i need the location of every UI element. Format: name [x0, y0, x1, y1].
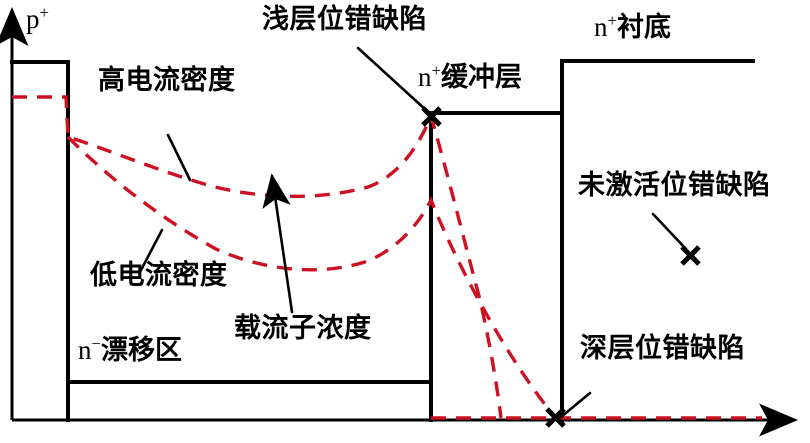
- leader-low-current-density: [138, 228, 164, 274]
- leader-high-current-density: [166, 133, 192, 182]
- shallow-dislocation-defect-marker: [421, 106, 442, 127]
- p-plus-superscript: +: [39, 3, 49, 22]
- n-plus-buffer-suffix: 缓冲层: [440, 62, 522, 93]
- annotation-leader-lines: [138, 46, 688, 419]
- low-current-density-curve: [66, 135, 558, 420]
- p-plus-symbol: p: [26, 4, 40, 34]
- label-n-plus-buffer-layer: n+缓冲层: [418, 61, 522, 93]
- defect-markers-group: [421, 106, 701, 428]
- n-plus-buffer-symbol: n: [418, 62, 432, 92]
- axes-group: [0, 7, 798, 437]
- p-plus-region-outline: [10, 60, 70, 422]
- n-plus-buffer-layer-outline: [429, 111, 564, 422]
- n-plus-substrate-superscript: +: [607, 11, 617, 30]
- n-minus-drift-superscript: −: [91, 334, 101, 353]
- inactive-dislocation-defect-marker: [680, 245, 701, 266]
- label-inactive-dislocation-defect: 未激活位错缺陷: [578, 170, 771, 201]
- n-minus-drift-suffix: 漂移区: [100, 335, 182, 366]
- n-plus-substrate-symbol: n: [594, 12, 608, 42]
- label-deep-dislocation-defect: 深层位错缺陷: [580, 333, 745, 364]
- n-plus-substrate-suffix: 衬底: [616, 12, 671, 43]
- label-low-current-density: 低电流密度: [90, 260, 228, 291]
- label-p-plus-region: p+: [26, 3, 49, 34]
- leader-shallow-dislocation-defect: [356, 46, 428, 112]
- label-n-minus-drift-region: n−漂移区: [78, 334, 182, 366]
- device-structure-outline: [10, 59, 755, 422]
- deep-dislocation-defect-marker: [545, 407, 566, 428]
- leader-carrier-concentration-arrow: [262, 173, 294, 314]
- label-carrier-concentration: 载流子浓度: [234, 313, 372, 344]
- carrier-profile-curves: [12, 95, 762, 420]
- label-shallow-dislocation-defect: 浅层位错缺陷: [262, 4, 427, 35]
- label-high-current-density: 高电流密度: [98, 65, 236, 96]
- n-plus-substrate-outline: [560, 59, 755, 422]
- leader-inactive-dislocation-defect: [651, 212, 688, 251]
- n-plus-buffer-superscript: +: [431, 61, 441, 80]
- n-minus-drift-symbol: n: [78, 335, 92, 365]
- leader-deep-dislocation-defect: [559, 391, 592, 419]
- high-current-density-curve: [12, 95, 503, 419]
- label-n-plus-substrate: n+衬底: [594, 11, 671, 43]
